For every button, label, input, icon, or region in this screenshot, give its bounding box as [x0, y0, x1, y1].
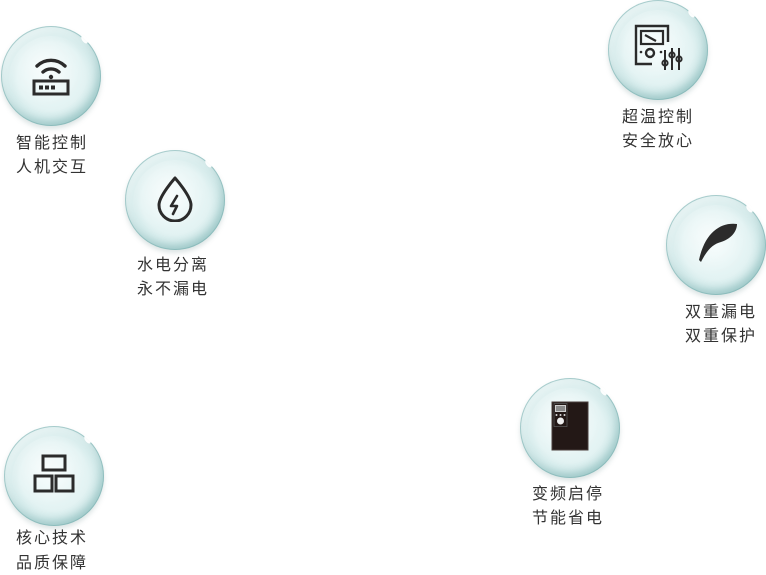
feature-title: 水电分离 — [136, 255, 209, 274]
feature-title: 双重漏电 — [684, 302, 757, 321]
feature-subtitle: 永不漏电 — [136, 279, 209, 298]
bubble — [1, 26, 101, 126]
bubble — [608, 0, 708, 100]
feature-title: 超温控制 — [621, 107, 694, 126]
feature-title: 变频启停 — [531, 484, 604, 503]
bubble — [666, 195, 766, 295]
water-drop-lightning-icon — [153, 174, 197, 226]
wifi-router-icon — [27, 50, 75, 102]
feature-subtitle: 节能省电 — [531, 508, 604, 527]
bubble — [520, 378, 620, 478]
feature-subtitle: 安全放心 — [621, 131, 694, 150]
bubble — [4, 426, 104, 526]
leaf-icon — [691, 220, 741, 270]
blocks-icon — [33, 453, 75, 499]
feature-title: 智能控制 — [15, 133, 88, 152]
feature-subtitle: 双重保护 — [684, 326, 757, 345]
feature-subtitle: 品质保障 — [15, 553, 88, 572]
meter-sliders-icon — [632, 22, 684, 78]
inverter-device-icon — [551, 401, 589, 455]
bubble — [125, 150, 225, 250]
feature-subtitle: 人机交互 — [15, 157, 88, 176]
feature-title: 核心技术 — [15, 528, 88, 547]
